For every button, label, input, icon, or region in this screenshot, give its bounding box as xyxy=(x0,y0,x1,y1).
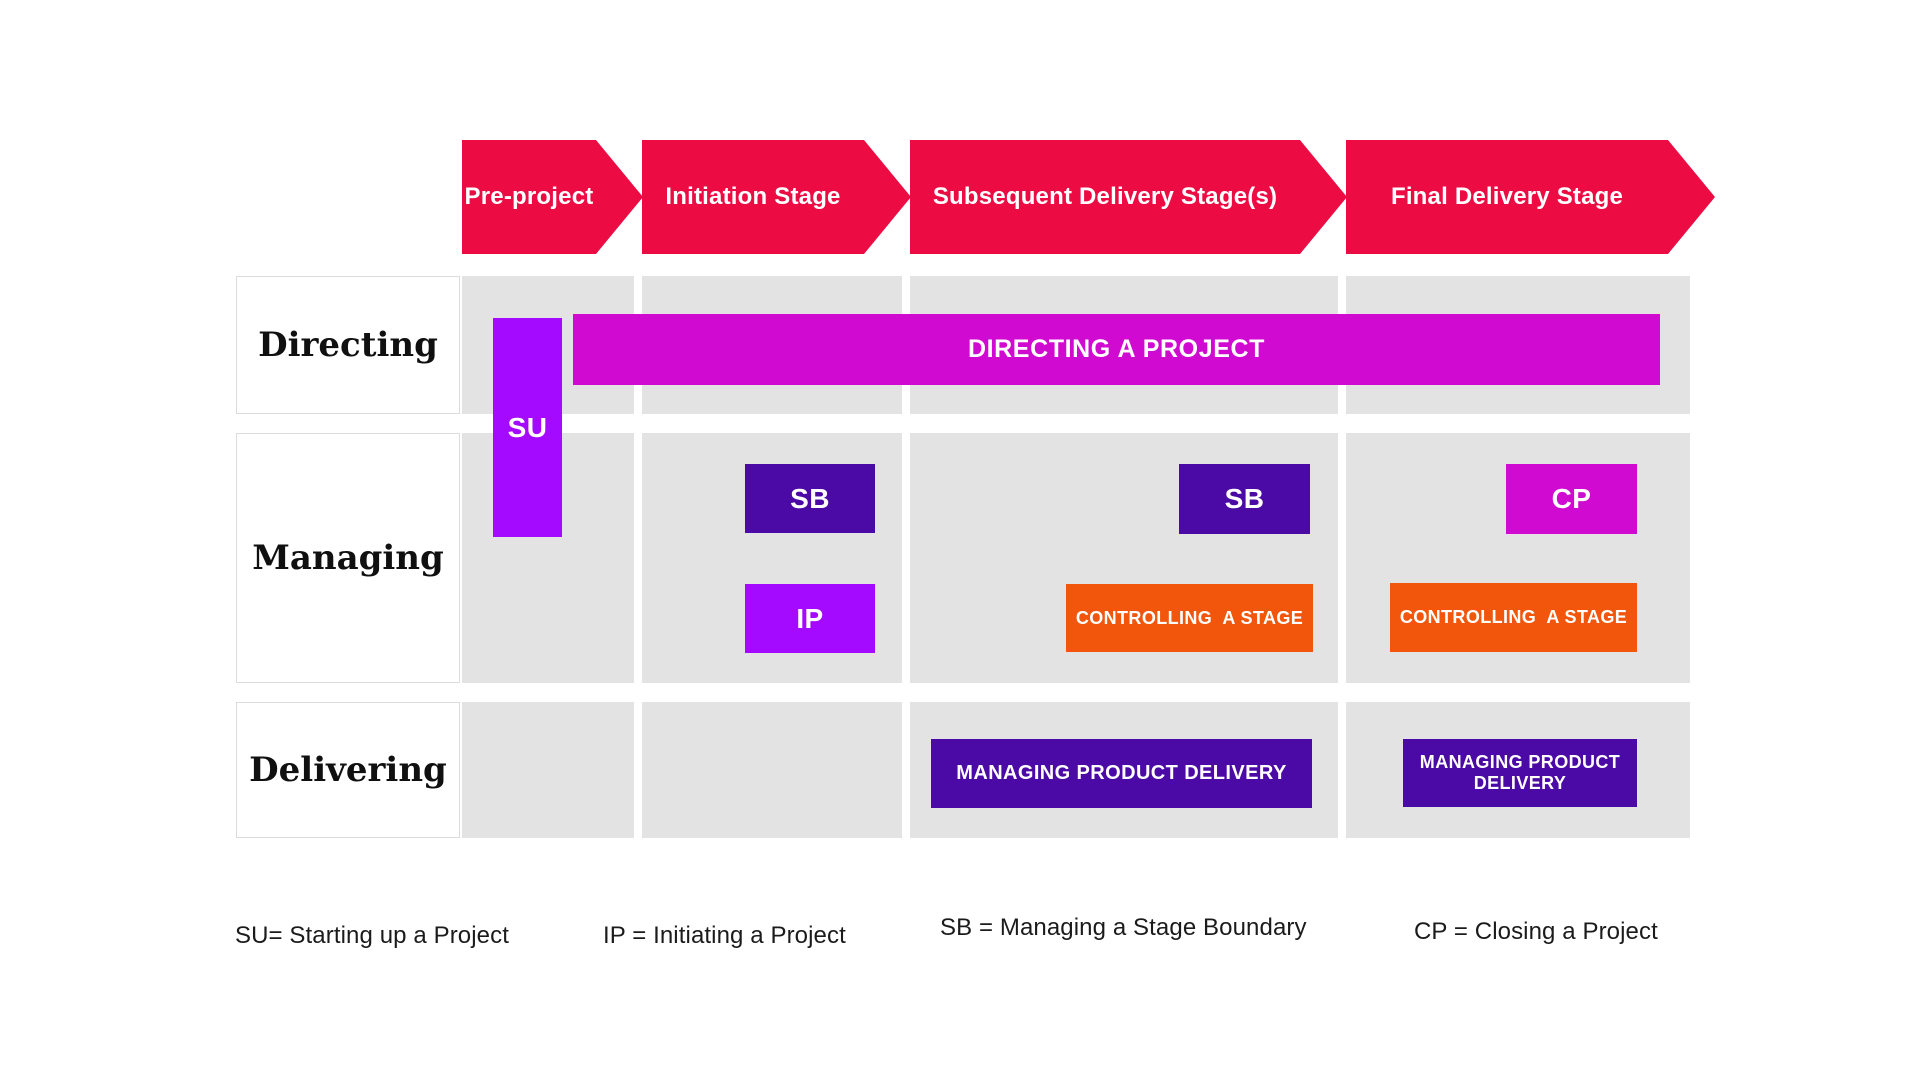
process-box-su: SU xyxy=(493,318,562,537)
row-label-directing: Directing xyxy=(236,276,460,414)
process-box-sb-initiation: SB xyxy=(745,464,875,533)
legend-cp: CP = Closing a Project xyxy=(1414,918,1658,945)
process-box-ip: IP xyxy=(745,584,875,653)
stage-arrow-label: Final Delivery Stage xyxy=(1390,183,1624,210)
process-box-controlling-a-stage-final: CONTROLLING A STAGE xyxy=(1390,583,1637,652)
grid-cell-delivering-initiation xyxy=(642,702,902,838)
row-label-managing: Managing xyxy=(236,433,460,683)
stage-arrow-initiation: Initiation Stage xyxy=(642,140,911,254)
stage-arrow-final-delivery: Final Delivery Stage xyxy=(1346,140,1715,254)
process-box-cp: CP xyxy=(1506,464,1637,534)
grid-cell-delivering-preproject xyxy=(462,702,634,838)
row-label-text: Directing xyxy=(258,325,438,365)
stage-arrow-subsequent-delivery: Subsequent Delivery Stage(s) xyxy=(910,140,1347,254)
stage-arrow-pre-project: Pre-project xyxy=(462,140,643,254)
row-label-text: Delivering xyxy=(249,750,447,790)
row-label-text: Managing xyxy=(252,538,444,578)
stage-arrow-label: Initiation Stage xyxy=(665,183,841,210)
stage-arrow-label: Pre-project xyxy=(464,183,594,210)
legend-sb: SB = Managing a Stage Boundary xyxy=(940,914,1307,941)
process-box-managing-product-delivery-final: MANAGING PRODUCT DELIVERY xyxy=(1403,739,1637,807)
legend-ip: IP = Initiating a Project xyxy=(603,922,846,949)
legend-su: SU= Starting up a Project xyxy=(235,922,509,949)
process-box-directing-a-project: DIRECTING A PROJECT xyxy=(573,314,1660,385)
process-box-managing-product-delivery-subsequent: MANAGING PRODUCT DELIVERY xyxy=(931,739,1312,808)
process-box-controlling-a-stage-subsequent: CONTROLLING A STAGE xyxy=(1066,584,1313,652)
row-label-delivering: Delivering xyxy=(236,702,460,838)
process-box-sb-subsequent: SB xyxy=(1179,464,1310,534)
stage-arrow-label: Subsequent Delivery Stage(s) xyxy=(932,183,1278,210)
